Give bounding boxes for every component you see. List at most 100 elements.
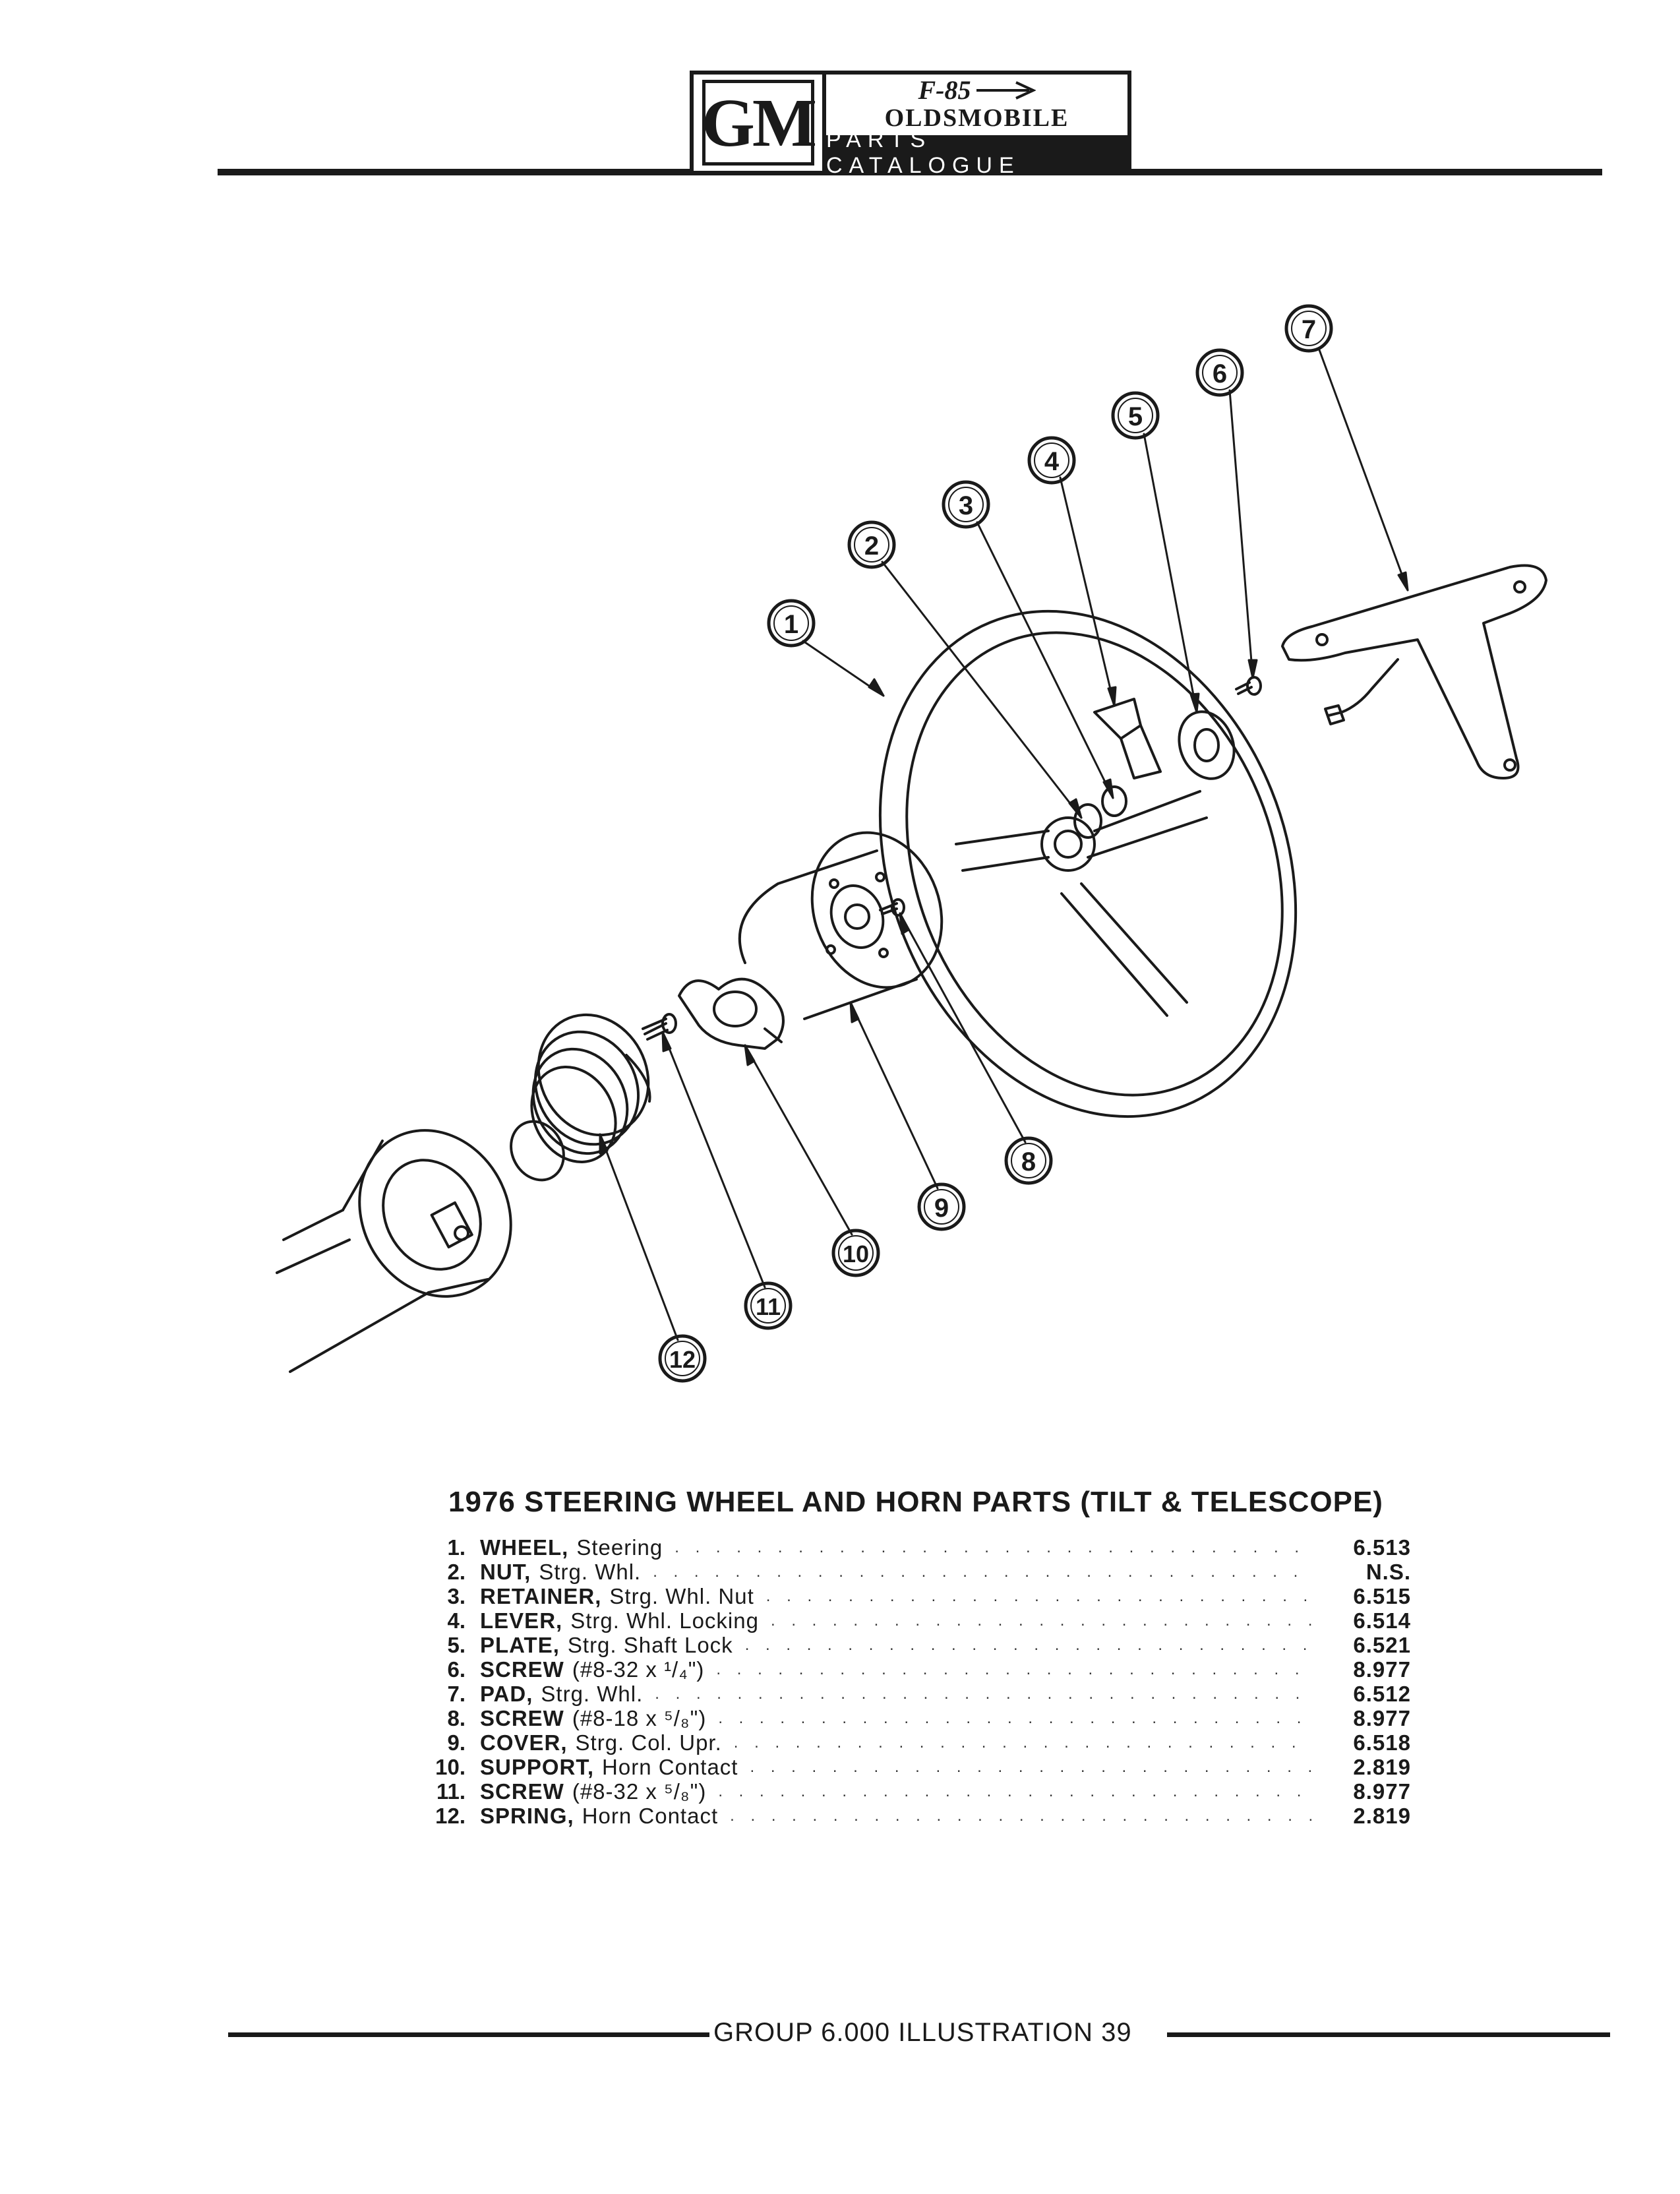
- part-name: SPRING,: [480, 1803, 574, 1828]
- footer-rule-left: [228, 2032, 709, 2037]
- leader-lines: [599, 347, 1409, 1341]
- part-name: SCREW: [480, 1705, 564, 1730]
- part-group-code: 2.819: [1353, 1754, 1411, 1779]
- callout-1: 1: [767, 599, 816, 648]
- leader-dots: [771, 1612, 1313, 1630]
- callout-2-label: 2: [864, 532, 879, 561]
- part-description: (#8-18 x ⁵/₈"): [572, 1705, 707, 1730]
- callout-1-label: 1: [784, 610, 798, 639]
- part-name: RETAINER,: [480, 1583, 602, 1608]
- leader-dots: [750, 1758, 1313, 1777]
- part-row: 6. SCREW (#8-32 x ¹/₄") 8.977: [409, 1657, 1411, 1682]
- leader-dots: [766, 1587, 1313, 1606]
- part-description: Strg. Whl.: [541, 1681, 644, 1706]
- leader-dots: [718, 1783, 1313, 1801]
- callout-2: 2: [847, 520, 896, 569]
- part-description: (#8-32 x ¹/₄"): [572, 1657, 705, 1682]
- leader-dots: [675, 1539, 1313, 1557]
- pad-7: [1281, 564, 1547, 779]
- column-cover: [738, 831, 944, 1020]
- part-row: 9. COVER, Strg. Col. Upr. 6.518: [409, 1730, 1411, 1755]
- part-group-code: 8.977: [1353, 1779, 1411, 1804]
- model-name: F-85: [918, 75, 971, 105]
- part-number: 9.: [447, 1730, 465, 1755]
- part-group-code: 6.513: [1353, 1535, 1411, 1560]
- part-group-code: N.S.: [1365, 1559, 1411, 1584]
- part-row: 11. SCREW (#8-32 x ⁵/₈") 8.977: [409, 1779, 1411, 1804]
- brand-top: F-85 OLDSMOBILE: [826, 75, 1127, 135]
- steering-wheel-exploded-diagram: 1 2 3 4 5 6 7 8 9 10 11 12: [276, 304, 1547, 1383]
- leader-dots: [730, 1807, 1313, 1825]
- part-number: 8.: [447, 1705, 465, 1730]
- part-number: 1.: [447, 1535, 465, 1560]
- callout-9: 9: [917, 1182, 966, 1231]
- part-number: 10.: [435, 1754, 465, 1779]
- part-group-code: 6.518: [1353, 1730, 1411, 1755]
- part-group-code: 6.512: [1353, 1681, 1411, 1706]
- callout-11-label: 11: [756, 1293, 781, 1320]
- part-description: Strg. Whl. Nut: [609, 1583, 754, 1608]
- callout-6: 6: [1195, 348, 1244, 397]
- part-description: (#8-32 x ⁵/₈"): [572, 1779, 707, 1804]
- gm-logo: GM: [702, 80, 817, 166]
- horn-contact-spring: [510, 1013, 651, 1182]
- leader-dots: [716, 1661, 1313, 1679]
- callout-10: 10: [831, 1229, 880, 1277]
- part-row: 2. NUT, Strg. Whl. N.S.: [409, 1560, 1411, 1584]
- part-number: 4.: [447, 1608, 465, 1633]
- leader-dots: [718, 1709, 1313, 1728]
- part-row: 7. PAD, Strg. Whl. 6.512: [409, 1682, 1411, 1706]
- leader-dots: [653, 1563, 1313, 1581]
- part-row: 12. SPRING, Horn Contact 2.819: [409, 1804, 1411, 1828]
- part-name: WHEEL,: [480, 1535, 569, 1560]
- part-number: 6.: [447, 1657, 465, 1682]
- part-group-code: 6.515: [1353, 1583, 1411, 1608]
- part-number: 11.: [436, 1779, 465, 1804]
- part-name: PLATE,: [480, 1632, 560, 1657]
- callout-6-label: 6: [1213, 359, 1227, 388]
- arrow-icon: [976, 81, 1036, 100]
- part-row: 10. SUPPORT, Horn Contact 2.819: [409, 1755, 1411, 1779]
- retainer-3: [1101, 785, 1127, 817]
- part-group-code: 8.977: [1353, 1705, 1411, 1730]
- callout-4-label: 4: [1044, 447, 1060, 476]
- callout-3: 3: [942, 480, 990, 529]
- part-name: NUT,: [480, 1559, 531, 1584]
- part-name: LEVER,: [480, 1608, 563, 1633]
- part-description: Strg. Whl.: [539, 1559, 642, 1584]
- part-description: Strg. Shaft Lock: [567, 1632, 733, 1657]
- part-name: SCREW: [480, 1779, 564, 1804]
- steering-column: [276, 1129, 512, 1373]
- part-row: 5. PLATE, Strg. Shaft Lock 6.521: [409, 1633, 1411, 1657]
- parts-list-title: 1976 STEERING WHEEL AND HORN PARTS (TILT…: [448, 1486, 1383, 1518]
- make-name: OLDSMOBILE: [884, 104, 1069, 132]
- part-number: 7.: [447, 1681, 465, 1706]
- catalogue-label: PARTS CATALOGUE: [826, 127, 1127, 178]
- part-group-code: 6.521: [1353, 1632, 1411, 1657]
- brand-block: F-85 OLDSMOBILE PARTS CATALOGUE: [826, 75, 1127, 178]
- leader-dots: [745, 1636, 1313, 1655]
- part-group-code: 6.514: [1353, 1608, 1411, 1633]
- callout-11: 11: [744, 1281, 793, 1330]
- catalogue-header: GM F-85 OLDSMOBILE PARTS CATALOGUE: [690, 71, 1131, 178]
- callout-7: 7: [1284, 304, 1333, 353]
- screw-6: [1235, 676, 1262, 696]
- part-row: 8. SCREW (#8-18 x ⁵/₈") 8.977: [409, 1706, 1411, 1730]
- gm-logo-box: GM: [694, 75, 826, 171]
- part-group-code: 2.819: [1353, 1803, 1411, 1828]
- horn-contact-support: [678, 977, 785, 1050]
- part-name: SUPPORT,: [480, 1754, 595, 1779]
- part-name: SCREW: [480, 1657, 564, 1682]
- callout-5-label: 5: [1128, 402, 1143, 431]
- callout-3-label: 3: [959, 491, 973, 520]
- callout-8: 8: [1004, 1136, 1053, 1185]
- callout-7-label: 7: [1302, 315, 1316, 344]
- model-badge: F-85: [918, 77, 1036, 104]
- part-description: Horn Contact: [582, 1803, 719, 1828]
- callout-9-label: 9: [934, 1194, 949, 1223]
- part-row: 3. RETAINER, Strg. Whl. Nut 6.515: [409, 1584, 1411, 1608]
- callout-8-label: 8: [1021, 1147, 1036, 1176]
- locking-lever-4: [1093, 698, 1162, 779]
- part-row: 4. LEVER, Strg. Whl. Locking 6.514: [409, 1608, 1411, 1633]
- steering-wheel: [878, 609, 1298, 1118]
